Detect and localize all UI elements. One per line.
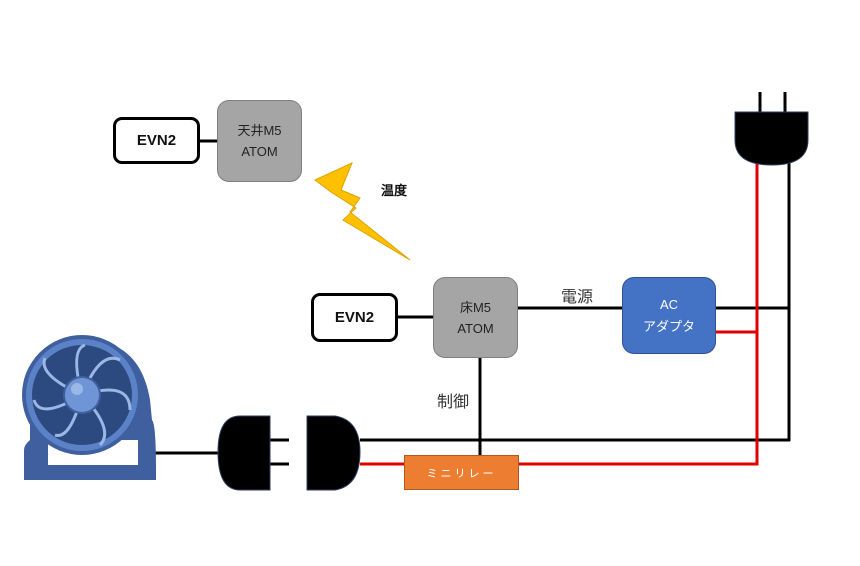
evn2-ceiling-node: EVN2 — [113, 117, 200, 164]
evn2-floor-label: EVN2 — [334, 309, 375, 326]
wire-live-to-relay — [518, 160, 759, 466]
plug-icon — [306, 415, 361, 491]
ac-adapter-line1: AC — [659, 296, 679, 312]
power-plug-icon — [734, 111, 809, 166]
ac-adapter-node: AC アダプタ — [622, 277, 716, 354]
evn2-floor-node: EVN2 — [311, 293, 398, 342]
control-label: 制御 — [437, 392, 470, 411]
mini-relay-node: ミニリレー — [404, 455, 519, 490]
red-wires — [360, 160, 759, 466]
black-wires — [155, 92, 791, 466]
ac-adapter-line2: アダプタ — [642, 318, 695, 334]
ceiling-atom-line1: 天井M5 — [237, 123, 282, 138]
ceiling-atom-node: 天井M5 ATOM — [217, 100, 302, 182]
floor-atom-line1: 床M5 — [459, 299, 492, 315]
lightning-bolt-icon — [314, 162, 411, 261]
mini-relay-label: ミニリレー — [426, 467, 497, 480]
evn2-ceiling-label: EVN2 — [136, 132, 177, 149]
plug-socket-icon — [217, 415, 271, 491]
desk-fan-icon — [22, 335, 156, 480]
temperature-label: 温度 — [381, 184, 408, 199]
floor-atom-line2: ATOM — [457, 320, 494, 336]
power-label: 電源 — [561, 287, 594, 306]
floor-atom-node: 床M5 ATOM — [433, 277, 518, 358]
ceiling-atom-line2: ATOM — [241, 144, 278, 159]
